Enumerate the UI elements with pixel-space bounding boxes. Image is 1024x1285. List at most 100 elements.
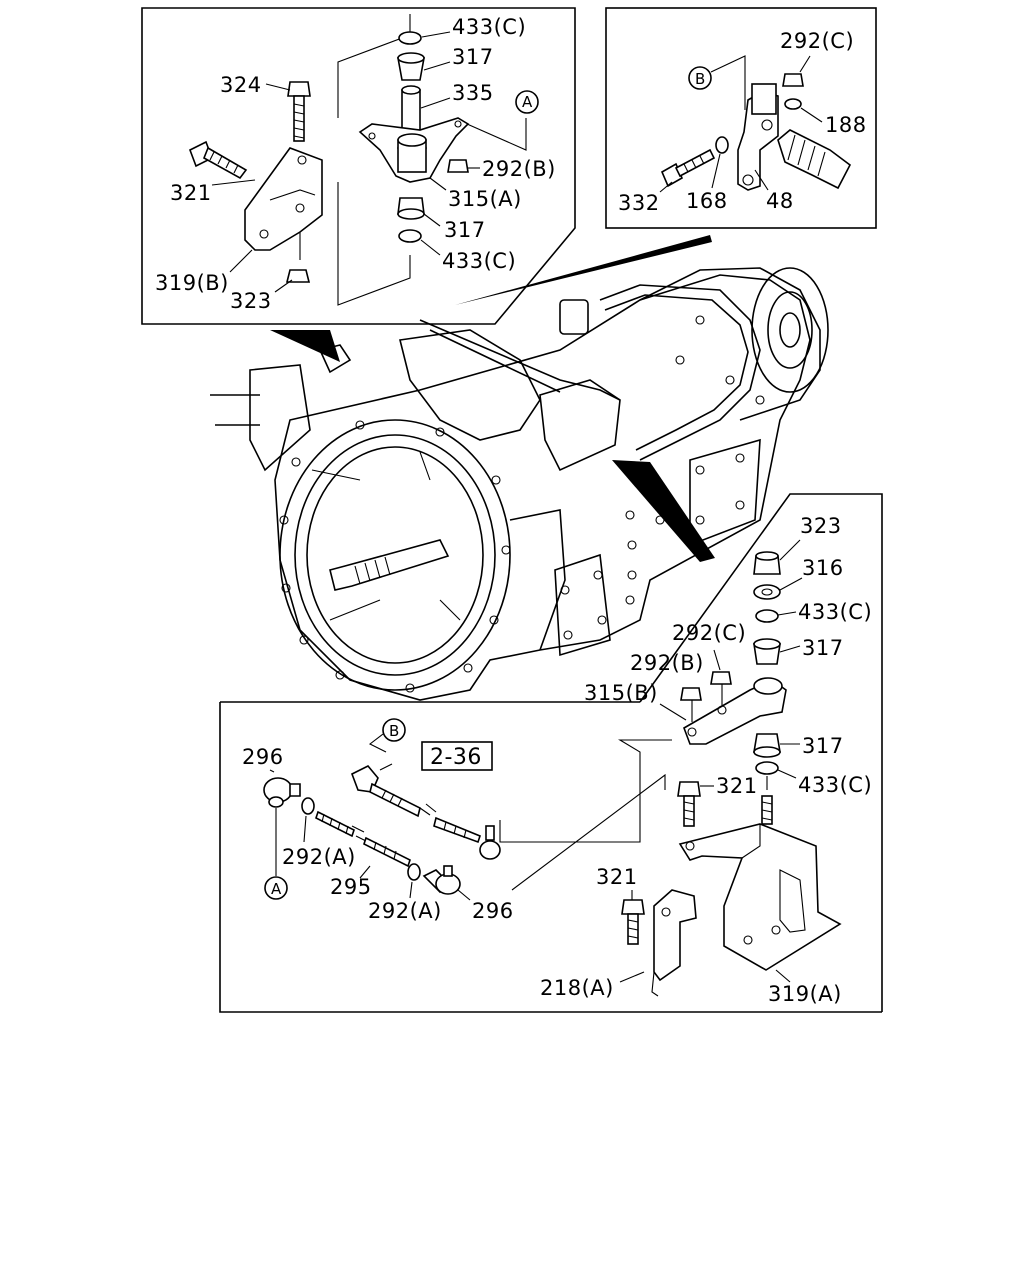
bracket-319a: [678, 823, 842, 983]
ball-joint-296-left: [263, 769, 301, 876]
label-295: 295: [330, 875, 372, 899]
shift-cover: [539, 379, 621, 472]
nut-323-right: [753, 539, 801, 575]
divider-path-2: [511, 773, 666, 891]
label-317: 317: [802, 636, 844, 660]
washer-316: [753, 577, 803, 600]
leader-A: [457, 118, 527, 151]
bracket-stud: [761, 776, 773, 825]
label-a: A: [271, 880, 282, 898]
label-292c: 292(C): [780, 29, 854, 53]
label-292a: 292(A): [282, 845, 356, 869]
rear-bolts: [675, 315, 765, 525]
lever-315b: [659, 677, 787, 745]
flange-bolts: [279, 420, 511, 693]
circled-a-marker: [264, 876, 288, 900]
label-321: 321: [596, 865, 638, 889]
label-433c: 433(C): [452, 15, 526, 39]
nut-323: [274, 269, 311, 293]
label-315a: 315(A): [448, 187, 522, 211]
leader-B: [710, 55, 746, 110]
nut-292c-right: [710, 649, 732, 706]
pointer-to-right-panel: [612, 460, 715, 562]
label-315b: 315(B): [584, 681, 658, 705]
label-317-lower: 317: [802, 734, 844, 758]
clutch-housing-inner: [294, 434, 496, 676]
panel-frame: [605, 7, 877, 229]
clutch-housing-rim: [279, 419, 511, 691]
bush-317-right-bottom: [753, 733, 800, 758]
label-332: 332: [618, 191, 660, 215]
bolt-321-bottom: [621, 890, 645, 945]
bush-317-bottom: [397, 197, 441, 227]
rod-295: [315, 810, 411, 879]
label-218a: 218(A): [540, 976, 614, 1000]
label-321: 321: [716, 774, 758, 798]
input-shaft: [329, 539, 450, 591]
ring-433c-top: [398, 31, 451, 45]
label-188: 188: [825, 113, 867, 137]
pto-cover: [554, 553, 611, 657]
side-case: [509, 509, 566, 651]
nut-292a-right: [407, 863, 421, 899]
clutch-housing-bore: [306, 446, 484, 664]
circled-b-marker: [382, 718, 406, 742]
label-292b: 292(B): [482, 157, 556, 181]
left-fitting: [318, 344, 352, 374]
label-296: 296: [242, 745, 284, 769]
top-right-panel: B 292(C) 188 332 168 48: [605, 7, 877, 229]
bottom-panel: 2-36 B: [219, 701, 882, 1013]
label-433c-lower: 433(C): [442, 249, 516, 273]
pointer-to-top-left: [270, 330, 340, 362]
bracket-218a: [619, 889, 697, 997]
air-pipe-2: [604, 294, 749, 451]
ball-joint-296-right: [422, 865, 471, 901]
label-433c: 433(C): [798, 600, 872, 624]
ring-433c-bottom: [398, 229, 441, 256]
rear-case: [639, 267, 821, 421]
transmission-assembly: [210, 235, 829, 701]
label-321: 321: [170, 181, 212, 205]
cover-bolts: [560, 485, 665, 640]
circled-a-marker: [515, 90, 539, 114]
label-168: 168: [686, 189, 728, 213]
bracket-319b: [229, 147, 323, 273]
label-296-right: 296: [472, 899, 514, 923]
label-292c: 292(C): [672, 621, 746, 645]
bolt-321-right: [677, 781, 714, 827]
panel-frame: [141, 7, 576, 325]
bolt-321: [188, 140, 256, 186]
label-292a-right: 292(A): [368, 899, 442, 923]
label-292b: 292(B): [630, 651, 704, 675]
label-317: 317: [452, 45, 494, 69]
shift-cable: [350, 763, 501, 860]
shift-rod: [419, 319, 621, 401]
bush-317-top: [397, 52, 451, 81]
washer-168: [711, 136, 729, 189]
dashed-divider-upper: [337, 14, 411, 118]
bolt-332: [659, 148, 716, 193]
air-pipe-1: [599, 284, 761, 461]
nut-292b: [447, 159, 480, 173]
ring-433c-right-bottom: [755, 761, 797, 779]
bracket-48: [737, 83, 779, 191]
left-bracket: [249, 364, 311, 472]
housing-ribs: [311, 451, 461, 621]
washer-188: [784, 98, 823, 123]
shift-rod-lower: [429, 329, 561, 393]
ref-box: [421, 741, 493, 771]
ring-433c-right-top: [755, 609, 797, 623]
label-319b: 319(B): [155, 271, 229, 295]
label-323: 323: [800, 514, 842, 538]
cable-boot: [777, 129, 852, 190]
label-433c-lower: 433(C): [798, 773, 872, 797]
shift-tower: [399, 329, 541, 441]
panel-frame: [219, 701, 882, 1013]
dashed-divider-lower: [337, 182, 411, 306]
label-a: A: [522, 93, 533, 111]
bolt-324: [265, 81, 311, 142]
pointer-to-top-right: [455, 235, 712, 305]
label-48: 48: [766, 189, 794, 213]
